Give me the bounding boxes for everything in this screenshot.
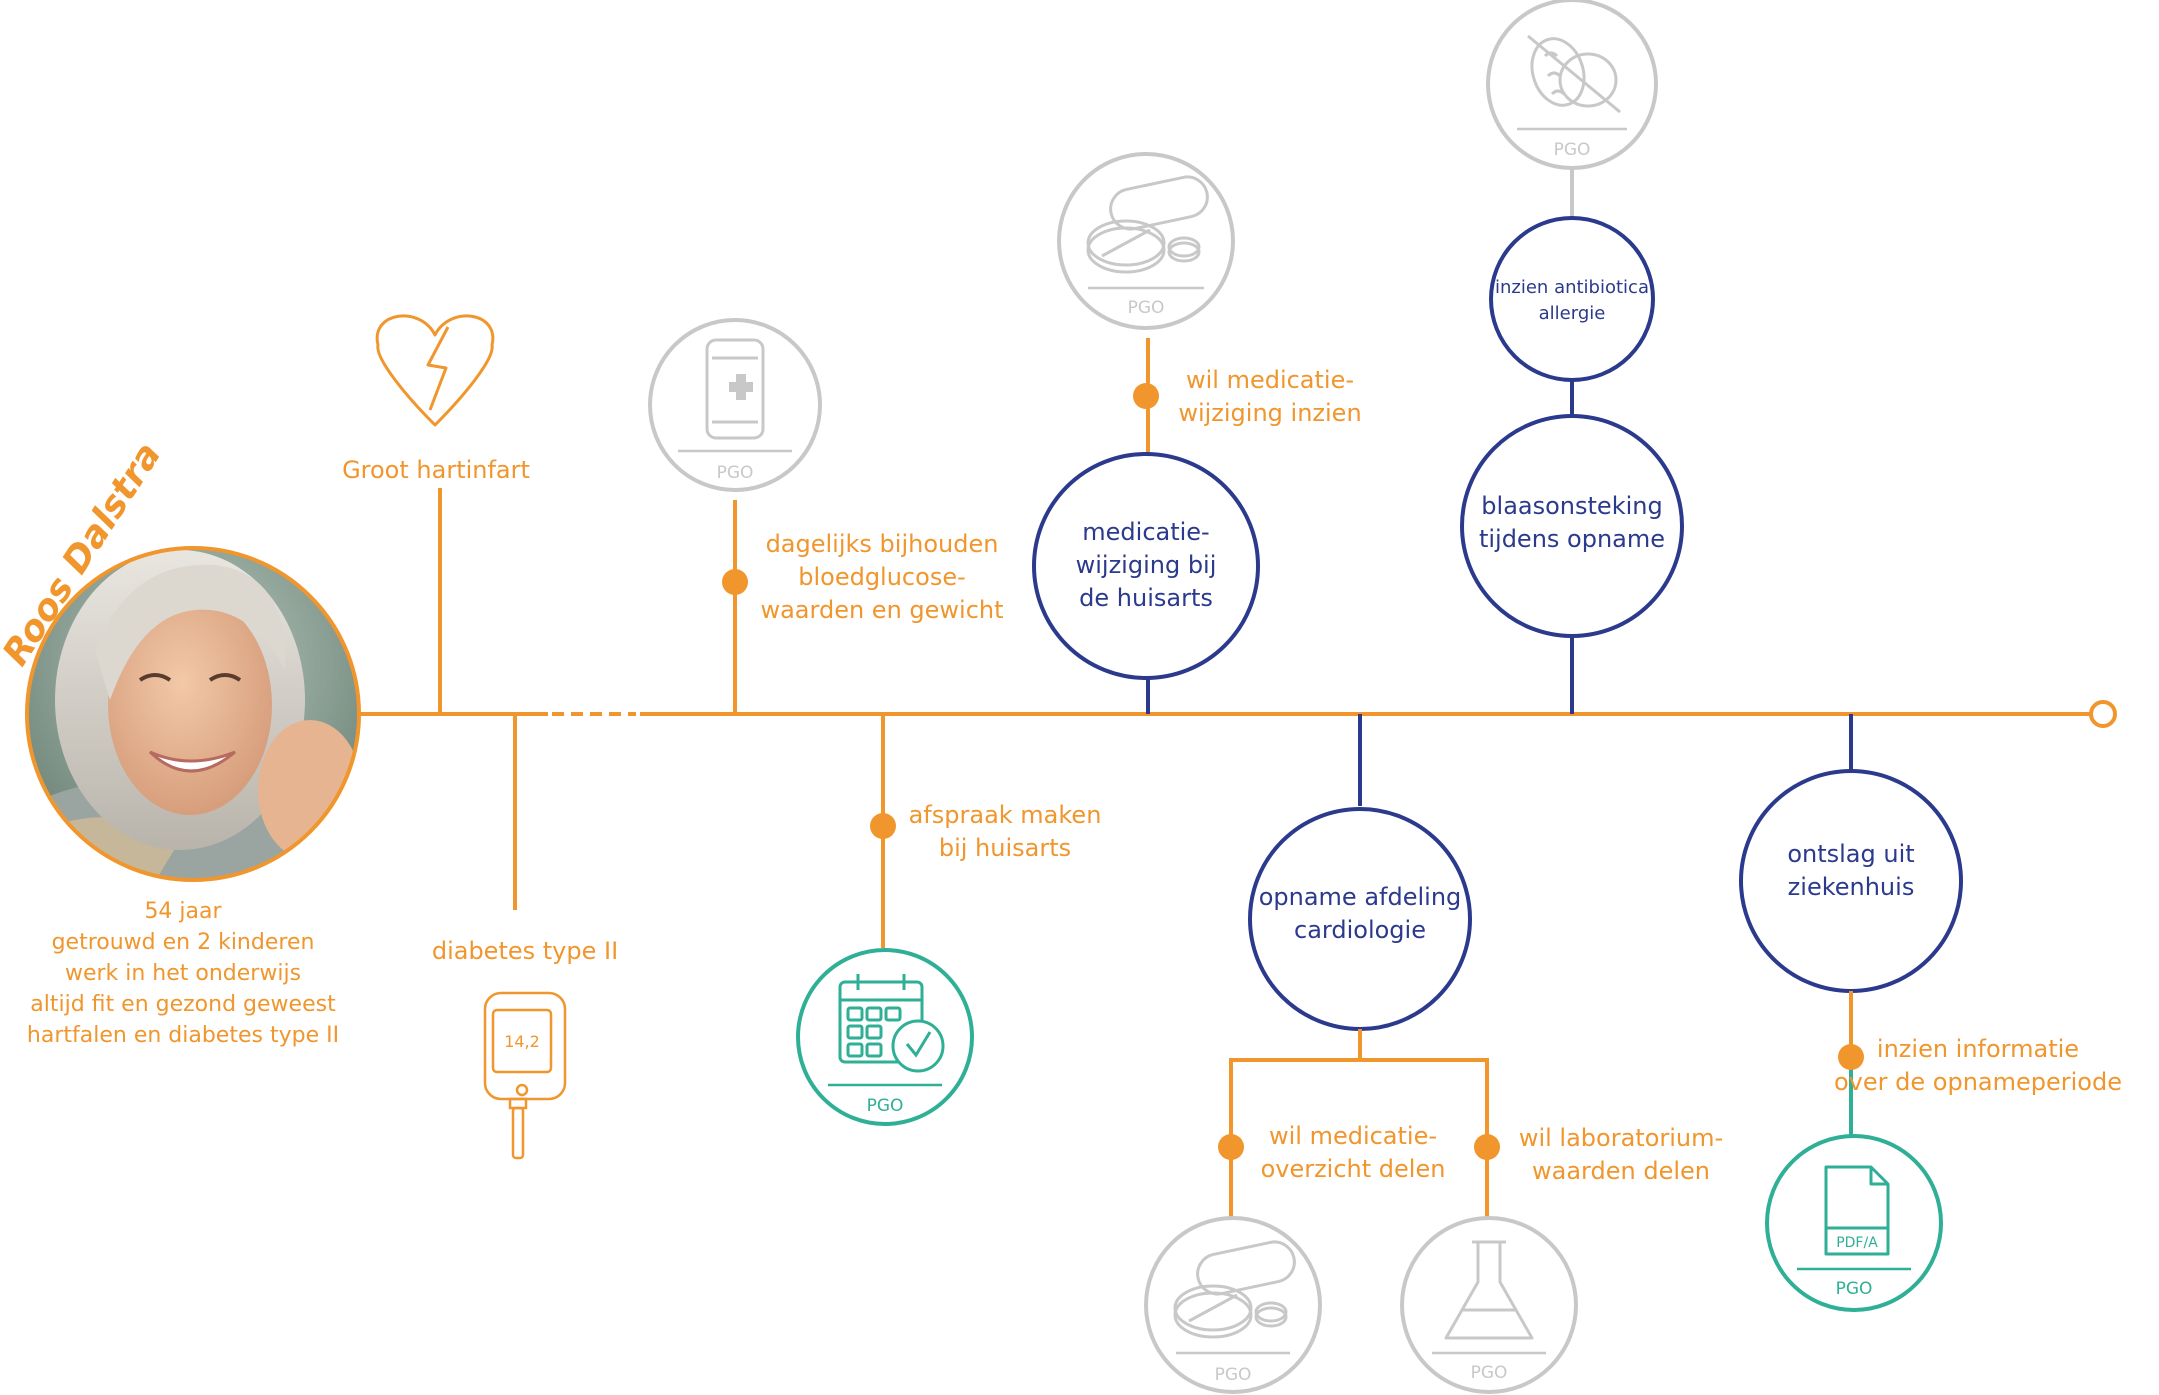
glucose-need-line2: bloedglucose- [798,563,966,591]
admission-info-need-line2: over de opnameperiode [1834,1068,2122,1096]
pgo-allergy: PGO [1486,0,1658,170]
diabetes-label: diabetes type II [432,937,618,965]
person-detail-work: werk in het onderwijs [65,961,301,986]
med-overview-need-line2: overzicht delen [1261,1155,1446,1183]
admission-line1: opname afdeling [1259,883,1462,911]
pgo-allergy-label: PGO [1554,140,1591,160]
antibiotic-line2: allergie [1539,303,1606,324]
pgo-calendar-label: PGO [867,1096,904,1116]
person-detail-health: altijd fit en gezond geweest [30,992,336,1017]
no-peanut-allergy-icon [1527,34,1621,114]
discharge-line1: ontslag uit [1787,840,1914,868]
pgo-pills-top-label: PGO [1128,298,1165,318]
pgo-calendar: PGO [796,948,974,1126]
svg-text:14,2: 14,2 [504,1032,540,1051]
person-detail-conditions: hartfalen en diabetes type II [27,1023,339,1048]
med-change-need-line1: wil medicatie- [1186,366,1354,394]
pgo-pills-bottom: PGO [1144,1216,1322,1394]
admission-line2: cardiologie [1294,916,1426,944]
lab-values-dot [1474,1134,1500,1160]
lab-flask-icon [1444,1240,1534,1340]
pills-icon [1173,1240,1296,1339]
glucose-need-line3: waarden en gewicht [760,596,1003,624]
med-overview-need-line1: wil medicatie- [1269,1122,1437,1150]
person-detail-age: 54 jaar [144,899,222,924]
calendar-clock-icon [838,974,945,1073]
pgo-pills-top: PGO [1057,152,1235,330]
gp-medication-line2: wijziging bij [1076,551,1217,579]
pgo-document-label: PGO [1836,1279,1873,1299]
timeline-end-marker [2089,700,2117,728]
glucose-meter-icon: 14,2 [483,991,567,1160]
glucose-need-line1: dagelijks bijhouden [766,530,999,558]
heart-attack-label: Groot hartinfart [342,456,530,484]
need-glucose: dagelijks bijhouden bloedglucose- waarde… [722,500,1004,714]
pgo-flask: PGO [1400,1216,1578,1394]
admission-info-dot [1838,1044,1864,1070]
med-change-dot [1133,383,1159,409]
med-overview-dot [1218,1134,1244,1160]
lab-values-need-line2: waarden delen [1532,1157,1710,1185]
admission-info-need-line1: inzien informatie [1877,1035,2079,1063]
pdf-document-icon: PDF/A [1824,1165,1890,1256]
event-admission: opname afdeling cardiologie wil medicati… [1218,714,1723,1218]
med-change-need-line2: wijziging inzien [1178,399,1361,427]
pgo-pills-bottom-label: PGO [1215,1365,1252,1385]
lab-values-need-line1: wil laboratorium- [1519,1124,1723,1152]
pgo-phone: PGO [648,318,822,492]
pgo-flask-label: PGO [1471,1363,1508,1383]
appointment-need-line1: afspraak maken [909,801,1102,829]
event-heart-attack: Groot hartinfart [342,314,530,714]
gp-medication-line1: medicatie- [1082,518,1209,546]
event-infection: blaasonsteking tijdens opname inzien ant… [1460,146,1684,714]
glucose-dot [722,569,748,595]
person-photo-border [25,546,361,882]
broken-heart-icon [375,314,495,427]
gp-medication-line3: de huisarts [1079,584,1213,612]
appointment-need-line2: bij huisarts [939,834,1071,862]
infection-line2: tijdens opname [1479,525,1665,553]
pgo-phone-label: PGO [717,463,754,483]
pgo-document: PDF/A PGO [1765,1134,1943,1312]
need-appointment: afspraak maken bij huisarts [870,714,1101,948]
event-gp-medication: medicatie- wijziging bij de huisarts wil… [1032,338,1362,714]
infection-line1: blaasonsteking [1481,492,1662,520]
person-details: 54 jaar getrouwd en 2 kinderen werk in h… [27,899,339,1048]
discharge-line2: ziekenhuis [1788,873,1915,901]
pills-icon [1086,175,1209,274]
smartphone-medical-icon [705,338,765,440]
event-diabetes: diabetes type II 14,2 [432,714,618,1160]
svg-text:PDF/A: PDF/A [1836,1235,1878,1251]
event-discharge: ontslag uit ziekenhuis inzien informatie… [1739,714,2122,1136]
antibiotic-line1: inzien antibiotica [1495,277,1649,298]
appointment-dot [870,813,896,839]
person-detail-family: getrouwd en 2 kinderen [52,930,315,955]
